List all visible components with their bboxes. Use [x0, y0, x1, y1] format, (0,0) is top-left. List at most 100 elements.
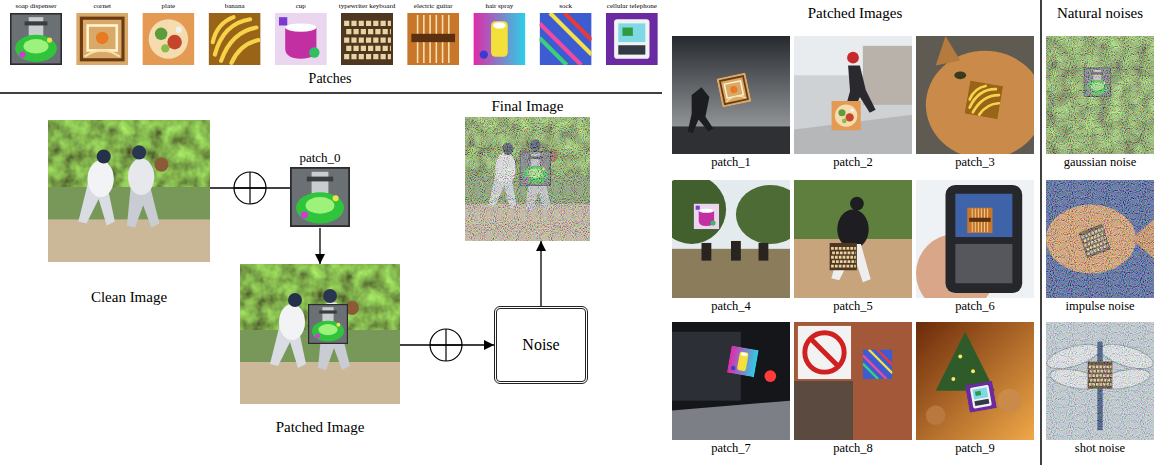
patch-thumbnail: plate [135, 1, 201, 66]
illustration-part [954, 71, 966, 79]
illustration-part [702, 243, 712, 261]
illustration-part [672, 401, 790, 440]
illustration-part [688, 87, 714, 133]
section-title: Patched Images [808, 4, 903, 22]
caption-text: electric guitar [414, 1, 453, 11]
caption-text: cellular telephone [607, 1, 657, 11]
patched-photo [794, 36, 912, 154]
illustration-part [606, 13, 658, 65]
illustration-part [764, 370, 776, 382]
illustration-part [1046, 180, 1154, 298]
patch-thumbnail: electric guitar [400, 1, 466, 66]
caption-text: patch_7 [711, 441, 751, 456]
caption-text: patch_6 [955, 299, 995, 314]
caption-text: plate [162, 1, 176, 11]
section-title: Patches [309, 70, 352, 88]
illustration-part [965, 381, 997, 413]
caption-text: impulse noise [1065, 299, 1134, 314]
patch-thumbnail: banana [202, 1, 268, 66]
patched-photo [657, 175, 805, 298]
patch-thumbnail: typewriter keyboard [334, 1, 400, 66]
patch-picture [290, 167, 350, 227]
patched-photo [916, 322, 1034, 440]
patched-photo [794, 322, 912, 440]
patched-image-panel: patch_6 [916, 180, 1034, 314]
illustration-part [657, 175, 726, 244]
patch-panel: patch_0 [290, 150, 350, 228]
illustration-part [850, 197, 864, 211]
illustration-part [672, 36, 790, 154]
illustration-part [275, 13, 327, 65]
illustration-part [829, 243, 857, 271]
caption-text: Clean Image [91, 288, 167, 306]
patched-photo [916, 36, 1044, 159]
noise-photo [1046, 36, 1154, 154]
patched-image-panel: patch_2 [794, 36, 912, 170]
illustration-part [308, 304, 348, 344]
connector-arrow [319, 228, 320, 264]
caption-text: sock [559, 1, 572, 11]
illustration-part [936, 36, 961, 66]
noise-image-panel: impulse noise [1046, 180, 1154, 314]
illustration-part [1046, 36, 1154, 154]
caption-text: patch_0 [299, 150, 340, 165]
illustration-part [1046, 322, 1154, 440]
caption-text: patch_9 [955, 441, 995, 456]
process-box: Noise [494, 306, 588, 384]
patched-image-panel: patch_4 [672, 180, 790, 314]
caption-text: patch_8 [833, 441, 873, 456]
illustration-part [847, 52, 859, 64]
caption-text: patch_2 [833, 155, 873, 170]
illustration-part [794, 322, 912, 440]
illustration-part [209, 13, 261, 65]
caption-text: soap dispenser [15, 1, 56, 11]
caption-text: hair spray [485, 1, 513, 11]
caption-text: patch_1 [711, 155, 751, 170]
illustration-part [926, 406, 946, 426]
illustration-part [540, 13, 592, 65]
final-photo [465, 117, 590, 241]
illustration-part [863, 350, 893, 380]
patched-photo [794, 180, 912, 298]
illustration-part [716, 73, 751, 108]
illustration-part [672, 322, 790, 440]
patched-image-panel: patch_9 [916, 322, 1034, 456]
illustration-part [831, 101, 861, 130]
caption-text: patch_5 [833, 299, 873, 314]
caption-text: cornet [93, 1, 111, 11]
patch-thumbnail: sock [533, 1, 599, 66]
patch-thumbnail: cup [268, 1, 334, 66]
illustration-part [794, 381, 853, 440]
illustration-part [142, 13, 194, 65]
illustration-part [1046, 36, 1154, 154]
caption-text: patch_3 [955, 155, 995, 170]
illustration-part [946, 185, 1023, 293]
illustration-part [916, 322, 1034, 440]
illustration-part [759, 243, 769, 261]
patched-photo [240, 264, 400, 404]
clean-photo [48, 120, 210, 262]
caption-text: Final Image [491, 97, 563, 115]
section-title: Natural noises [1057, 4, 1143, 22]
illustration-part [240, 264, 400, 404]
illustration-part [863, 46, 912, 105]
illustration-part [805, 333, 844, 372]
caption-text: banana [225, 1, 245, 11]
caption-text: Noise [522, 335, 559, 355]
divider-line [1040, 0, 1042, 465]
illustration-part [10, 13, 62, 65]
illustration-part [926, 51, 1044, 159]
connector-arrow [540, 241, 541, 306]
illustration-part [694, 204, 720, 230]
caption-text: Patched Image [276, 418, 365, 436]
illustration-part [341, 13, 393, 65]
patch-thumbnail: hair spray [466, 1, 532, 66]
image-panel: Clean Image [48, 120, 210, 306]
patched-image-panel: patch_7 [672, 322, 790, 456]
illustration-part [465, 117, 590, 241]
noise-image-panel: gaussian noise [1046, 36, 1154, 170]
illustration-part [798, 326, 851, 379]
patch-thumbnail: cornet [69, 1, 135, 66]
